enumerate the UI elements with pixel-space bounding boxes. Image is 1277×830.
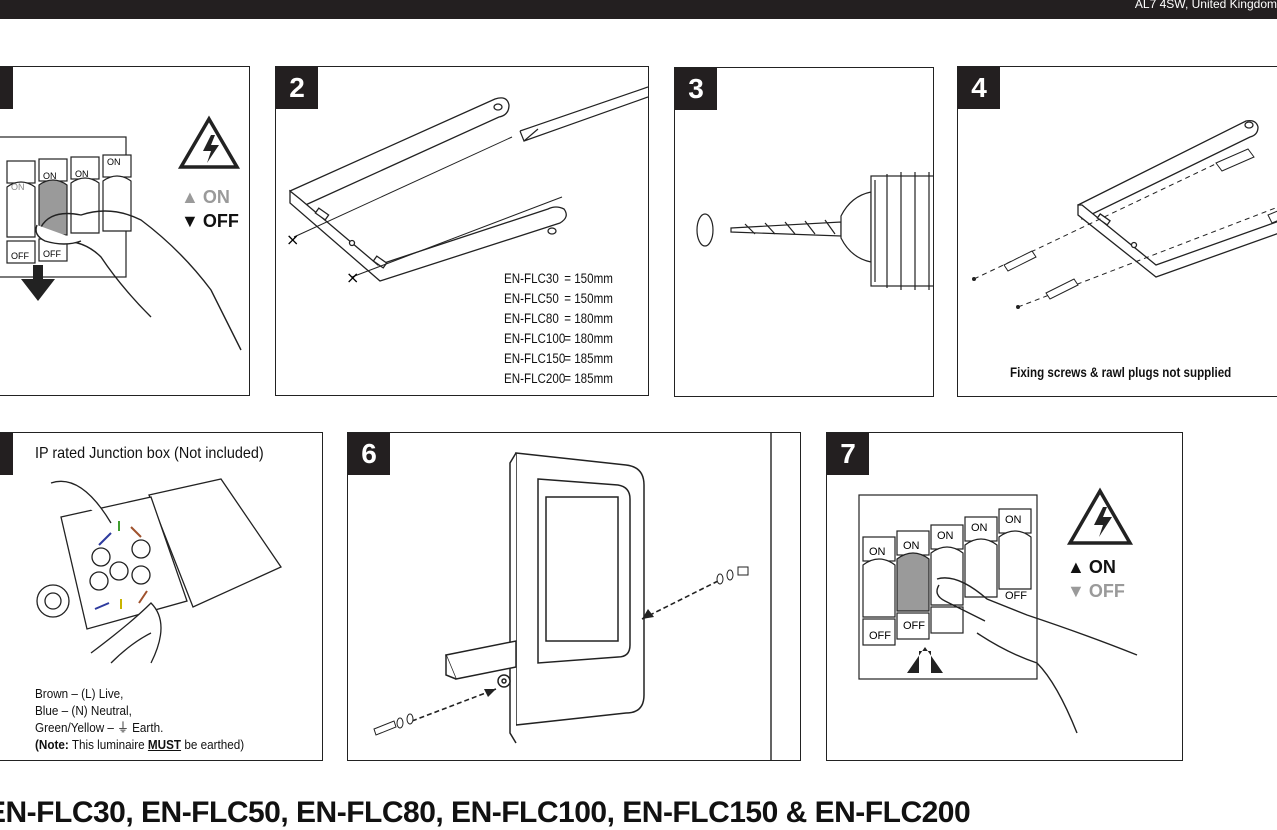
svg-text:OFF: OFF	[903, 620, 925, 632]
junction-box-title: IP rated Junction box (Not included)	[35, 445, 264, 462]
fixing-note: Fixing screws & rawl plugs not supplied	[1010, 365, 1232, 380]
svg-text:OFF: OFF	[869, 630, 891, 642]
screw-washer-icon	[373, 566, 749, 736]
arrow-up-icon: ▲	[1067, 556, 1085, 577]
rawl-plug-icon	[1003, 250, 1079, 300]
arrow-icon	[641, 580, 719, 620]
wire-brown: Brown – (L) Live,	[35, 686, 124, 701]
step-2-panel: 2 × × EN-FLC30= 150mm EN-FLC50= 150mm EN…	[275, 66, 649, 396]
header-address: AL7 4SW, United Kingdom	[1134, 0, 1277, 11]
wire-green: Green/Yellow – ⏚ Earth.	[35, 720, 164, 735]
svg-text:ON: ON	[107, 157, 121, 167]
on-off-legend: ▲ON ▼OFF	[1067, 556, 1125, 601]
switch-off-label: OFF	[11, 251, 29, 261]
header-bar: AL7 4SW, United Kingdom	[0, 0, 1277, 19]
switch-on-label: ON	[11, 182, 25, 192]
svg-text:×: ×	[346, 268, 359, 287]
step-7-panel: 7 ON ON ON ON ON OFF OFF OFF	[826, 432, 1183, 761]
step-6-panel: 6	[347, 432, 801, 761]
svg-text:ON: ON	[1005, 514, 1022, 526]
svg-text:ON: ON	[971, 522, 988, 534]
arrow-icon	[411, 688, 497, 722]
arrow-up-icon	[907, 647, 943, 673]
step-6-badge: 6	[348, 433, 390, 475]
wire-blue: Blue – (N) Neutral,	[35, 703, 132, 718]
on-off-legend: ▲ON ▼OFF	[181, 186, 239, 231]
svg-text:ON: ON	[43, 171, 57, 181]
step-7-badge: 7	[827, 433, 869, 475]
wiring-legend: Brown – (L) Live, Blue – (N) Neutral, Gr…	[35, 685, 244, 753]
electric-hazard-icon	[1066, 487, 1134, 545]
step-3-panel: 3	[674, 67, 934, 397]
svg-text:ON: ON	[75, 169, 89, 179]
step-3-badge: 3	[675, 68, 717, 110]
arrow-down-icon: ▼	[181, 210, 199, 231]
svg-text:ON: ON	[903, 540, 920, 552]
earth-note: (Note: This luminaire MUST be earthed)	[35, 737, 245, 752]
electric-hazard-icon	[177, 115, 241, 169]
junction-box-illustration	[36, 478, 282, 664]
step-4-panel: 4 Fixing screws & rawl plugs not supplie…	[957, 66, 1277, 397]
step-5-badge: 5	[0, 433, 13, 475]
step-1-panel: 1 ON ON ON ON OFF OFF	[0, 66, 250, 396]
screw-icon	[1215, 148, 1277, 224]
arrow-down-icon	[21, 265, 55, 301]
step-1-badge: 1	[0, 67, 13, 109]
bracket-fixing-illustration	[972, 119, 1277, 309]
svg-text:OFF: OFF	[1005, 590, 1027, 602]
step-5-panel: 5 IP rated Junction box (Not included) B…	[0, 432, 323, 761]
arrow-down-icon: ▼	[1067, 580, 1085, 601]
step-2-badge: 2	[276, 67, 318, 109]
hole-icon	[696, 213, 714, 247]
drill-illustration	[696, 172, 933, 290]
luminaire-mounting-illustration	[373, 433, 772, 760]
product-range-title: EN-FLC30, EN-FLC50, EN-FLC80, EN-FLC100,…	[0, 796, 971, 829]
bracket-size-table: EN-FLC30= 150mm EN-FLC50= 150mm EN-FLC80…	[504, 271, 613, 386]
arrow-up-icon: ▲	[181, 186, 199, 207]
svg-text:×: ×	[286, 230, 299, 249]
svg-text:ON: ON	[869, 546, 886, 558]
step-4-badge: 4	[958, 67, 1000, 109]
switch-off-illustration: ON ON ON ON OFF OFF	[0, 115, 242, 351]
bracket-marking-illustration: × ×	[286, 86, 648, 287]
svg-text:OFF: OFF	[43, 249, 61, 259]
svg-text:ON: ON	[937, 530, 954, 542]
switch-on-illustration: ON ON ON ON ON OFF OFF OFF	[858, 487, 1138, 734]
